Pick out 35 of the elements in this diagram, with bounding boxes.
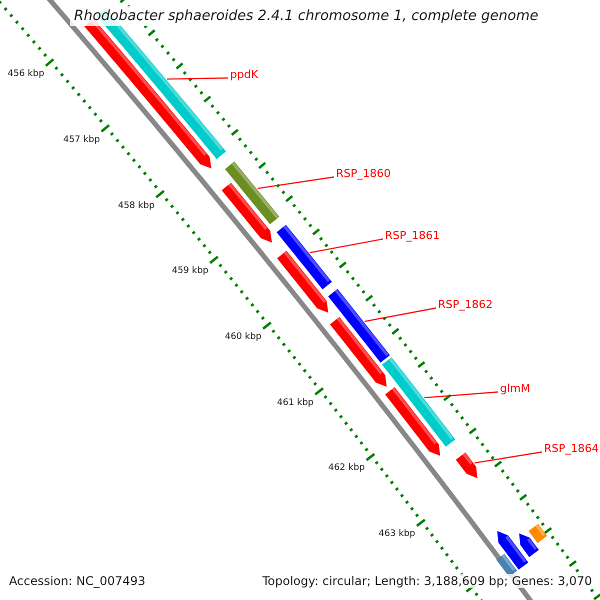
leader-line xyxy=(474,451,542,464)
gene-feature-bar xyxy=(528,524,548,544)
scale-label: 459 kbp xyxy=(172,266,209,276)
leader-line xyxy=(364,307,436,322)
map-info-text: Accession: NC_007493 xyxy=(9,574,146,588)
scale-label: 458 kbp xyxy=(118,200,155,211)
gene-feature-bar xyxy=(225,162,280,224)
gene-label: RSP_1862 xyxy=(438,298,493,311)
gene-label: RSP_1864 xyxy=(544,442,599,455)
scale-label: 462 kbp xyxy=(328,463,365,474)
gene-feature-bar xyxy=(276,224,332,290)
gene-feature-bar xyxy=(496,554,518,577)
leader-line xyxy=(258,176,334,190)
gene-feature-bar xyxy=(382,357,456,447)
gene-feature-bar xyxy=(330,316,387,387)
map-info-text: Topology: circular; Length: 3,188,609 bp; Genes: 3,070 xyxy=(262,574,592,588)
leader-line xyxy=(424,391,498,398)
leader-line xyxy=(167,77,228,80)
scale-label: 457 kbp xyxy=(63,134,100,145)
gene-feature-bar xyxy=(497,531,528,570)
gene-feature-bar xyxy=(385,387,440,456)
gene-feature-bar xyxy=(277,250,328,313)
gene-feature-bar xyxy=(222,182,272,243)
scale-label: 463 kbp xyxy=(378,529,416,540)
scale-label: 461 kbp xyxy=(276,398,314,408)
gene-feature-bar xyxy=(328,288,390,363)
scale-label: 456 kbp xyxy=(8,69,44,80)
gene-label: RSP_1860 xyxy=(336,167,391,180)
gene-label: RSP_1861 xyxy=(385,229,440,242)
gene-feature-bar xyxy=(456,452,478,478)
gene-label: glmM xyxy=(500,382,530,395)
scale-label: 460 kbp xyxy=(224,332,262,342)
leader-line xyxy=(310,238,384,254)
gene-label: ppdK xyxy=(230,68,258,81)
gene-feature-bar xyxy=(519,533,539,558)
